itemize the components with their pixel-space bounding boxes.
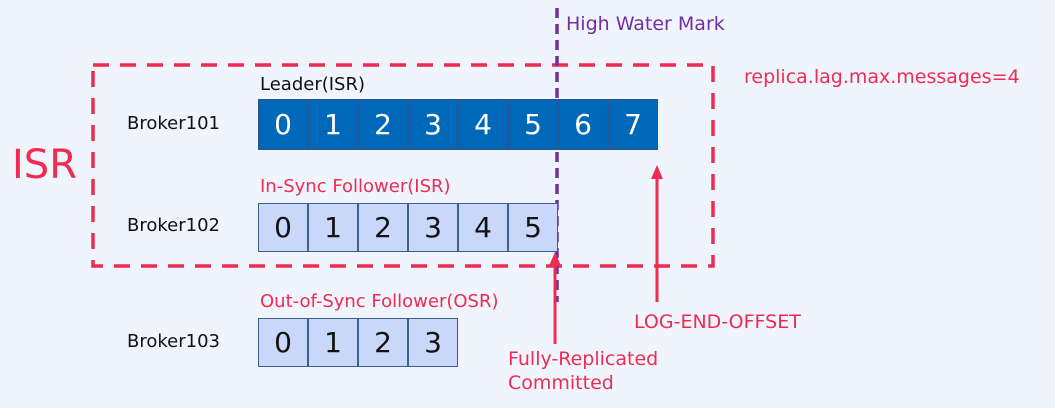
isr-group-label: ISR [12,142,77,188]
isr-group-box [91,63,715,268]
broker-role-label: Leader(ISR) [260,74,366,95]
log-offset-cell: 5 [508,203,558,252]
config-note: replica.lag.max.messages=4 [744,66,1020,88]
broker-name: Broker103 [127,331,220,352]
log-offset-cell: 7 [608,99,658,150]
log-offset-cell: 2 [358,203,408,252]
high-water-mark-label: High Water Mark [566,13,725,35]
log-offset-cell: 2 [358,318,408,367]
log-offset-cell: 1 [308,99,358,150]
broker-name: Broker102 [127,215,220,236]
committed-label: Fully-Replicated Committed [508,347,658,395]
committed-label-line1: Fully-Replicated [508,348,659,370]
log-offset-cell: 1 [308,318,358,367]
log-offset-cell: 3 [408,318,458,367]
log-offset-cell: 0 [258,99,308,150]
committed-label-line2: Committed [508,372,614,394]
log-offset-cell: 4 [458,99,508,150]
committed-arrow-head [549,252,561,266]
broker-role-label: In-Sync Follower(ISR) [260,176,451,197]
log-offset-cell: 2 [358,99,408,150]
log-offset-cell: 5 [508,99,558,150]
log-end-offset-arrow-head [651,165,663,179]
log-offset-cell: 0 [258,203,308,252]
log-offset-cell: 3 [408,99,458,150]
broker-role-label: Out-of-Sync Follower(OSR) [260,291,499,312]
log-offset-cell: 6 [558,99,608,150]
log-offset-cell: 1 [308,203,358,252]
log-offset-cell: 3 [408,203,458,252]
log-end-offset-label: LOG-END-OFFSET [634,311,801,333]
log-offset-cell: 0 [258,318,308,367]
broker-name: Broker101 [127,113,220,134]
log-offset-cell: 4 [458,203,508,252]
